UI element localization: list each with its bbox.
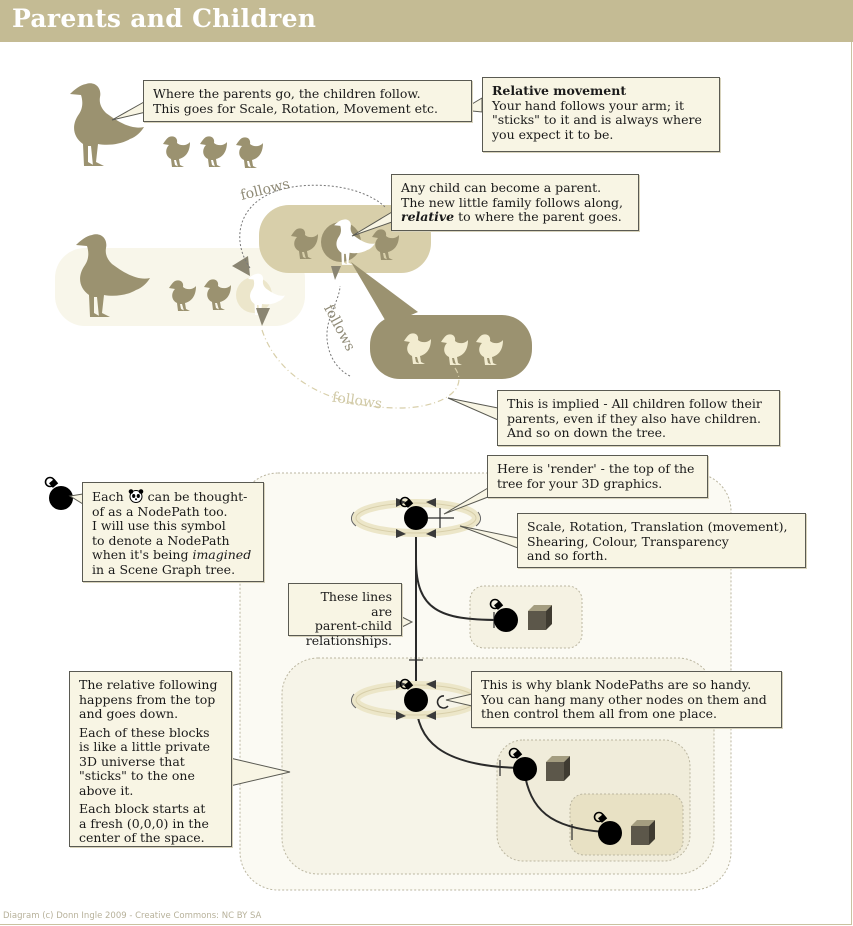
scene-graph-block-inner [569,793,684,856]
callout-child-parent-em: relative [401,209,455,224]
callout-rf-p2l3: 3D universe that [79,753,185,769]
page-title: Parents and Children [12,4,317,33]
callout-implied-line3: And so on down the tree. [507,425,666,440]
callout-lines: These lines are parent-child relationshi… [288,583,402,647]
callout-rf-p3l3: center of the space. [79,830,205,845]
callout-transforms-line2: Shearing, Colour, Transparency [527,533,729,549]
callout-rf-p1l1: The relative following [79,677,218,692]
callout-relative-line1: Your hand follows your arm; it [492,97,685,113]
callout-blank-line1: This is why blank NodePaths are so handy… [481,677,752,692]
callout-nodepath-line4: to denote a NodePath [92,532,230,548]
callout-child-parent: Any child can become a parent. The new l… [391,174,639,231]
callout-transforms: Scale, Rotation, Translation (movement),… [517,513,806,568]
callout-child-parent-line1: Any child can become a parent. [401,180,602,195]
callout-rf-p3l2: a fresh (0,0,0) in the [79,815,209,831]
callout-render-line2: tree for your 3D graphics. [497,475,663,491]
callout-rf-p1l2: happens from the top [79,691,216,707]
callout-transforms-line3: and so forth. [527,548,608,563]
callout-nodepath-line5a: when it's being [92,547,193,562]
callout-relative-line2: "sticks" to it and is always where [492,112,702,127]
model-box-icon-3 [631,820,655,845]
callout-relative-following: The relative following happens from the … [69,671,232,847]
callout-implied-line1: This is implied - All children follow th… [507,396,762,411]
legend-nodepath-icon [44,476,74,511]
callout-lines-line3: relationships. [305,632,392,648]
diagram-frame [0,42,852,925]
callout-rf-p2l5: above it. [79,782,134,798]
callout-nodepath-line2: of as a NodePath too. [92,503,228,519]
model-box-icon-2 [546,756,570,781]
callout-nodepath-line1b: can be thought- [147,489,248,504]
callout-parents: Where the parents go, the children follo… [143,80,472,122]
header-bar: Parents and Children [0,0,853,42]
callout-parents-line1: Where the parents go, the children follo… [153,86,421,101]
callout-lines-line2: parent-child [314,618,392,633]
callout-nodepath-each: Each [92,489,124,504]
callout-relative-title: Relative movement [492,83,627,98]
callout-child-parent-line3: to where the parent goes. [454,209,622,224]
panda-icon [128,489,143,503]
callout-child-parent-line2: The new little family follows along, [401,194,624,210]
callout-rf-p2l2: is like a little private [79,739,211,754]
callout-relative-movement: Relative movement Your hand follows your… [482,77,720,152]
callout-blank-nodepaths: This is why blank NodePaths are so handy… [471,671,782,728]
callout-nodepath-line3: I will use this symbol [92,518,226,533]
callout-nodepath-line6: in a Scene Graph tree. [92,561,236,577]
callout-implied-line2: parents, even if they also have children… [507,410,761,426]
callout-implied: This is implied - All children follow th… [497,390,780,446]
model-box-icon [528,605,552,630]
callout-render-line1: Here is 'render' - the top of the [497,461,695,476]
callout-render: Here is 'render' - the top of the tree f… [487,455,708,498]
callout-rf-p2l4: "sticks" to the one [79,768,195,783]
callout-blank-line2: You can hang many other nodes on them an… [481,691,767,707]
scene-graph-block-child [469,585,583,649]
callout-nodepath-line5em: imagined [192,547,252,562]
callout-rf-p3l1: Each block starts at [79,801,206,816]
callout-parents-line2: This goes for Scale, Rotation, Movement … [153,100,438,116]
callout-rf-p2l1: Each of these blocks [79,724,210,740]
credit-line: Diagram (c) Donn Ingle 2009 - Creative C… [3,911,262,921]
callout-blank-line3: then control them all from one place. [481,706,718,721]
callout-nodepath: Each can be thought- of as a NodePath to… [82,482,264,582]
callout-rf-p1l3: and goes down. [79,706,179,721]
callout-transforms-line1: Scale, Rotation, Translation (movement), [527,519,788,534]
callout-relative-line3: you expect it to be. [492,126,614,142]
callout-lines-line1: These lines are [320,589,392,619]
